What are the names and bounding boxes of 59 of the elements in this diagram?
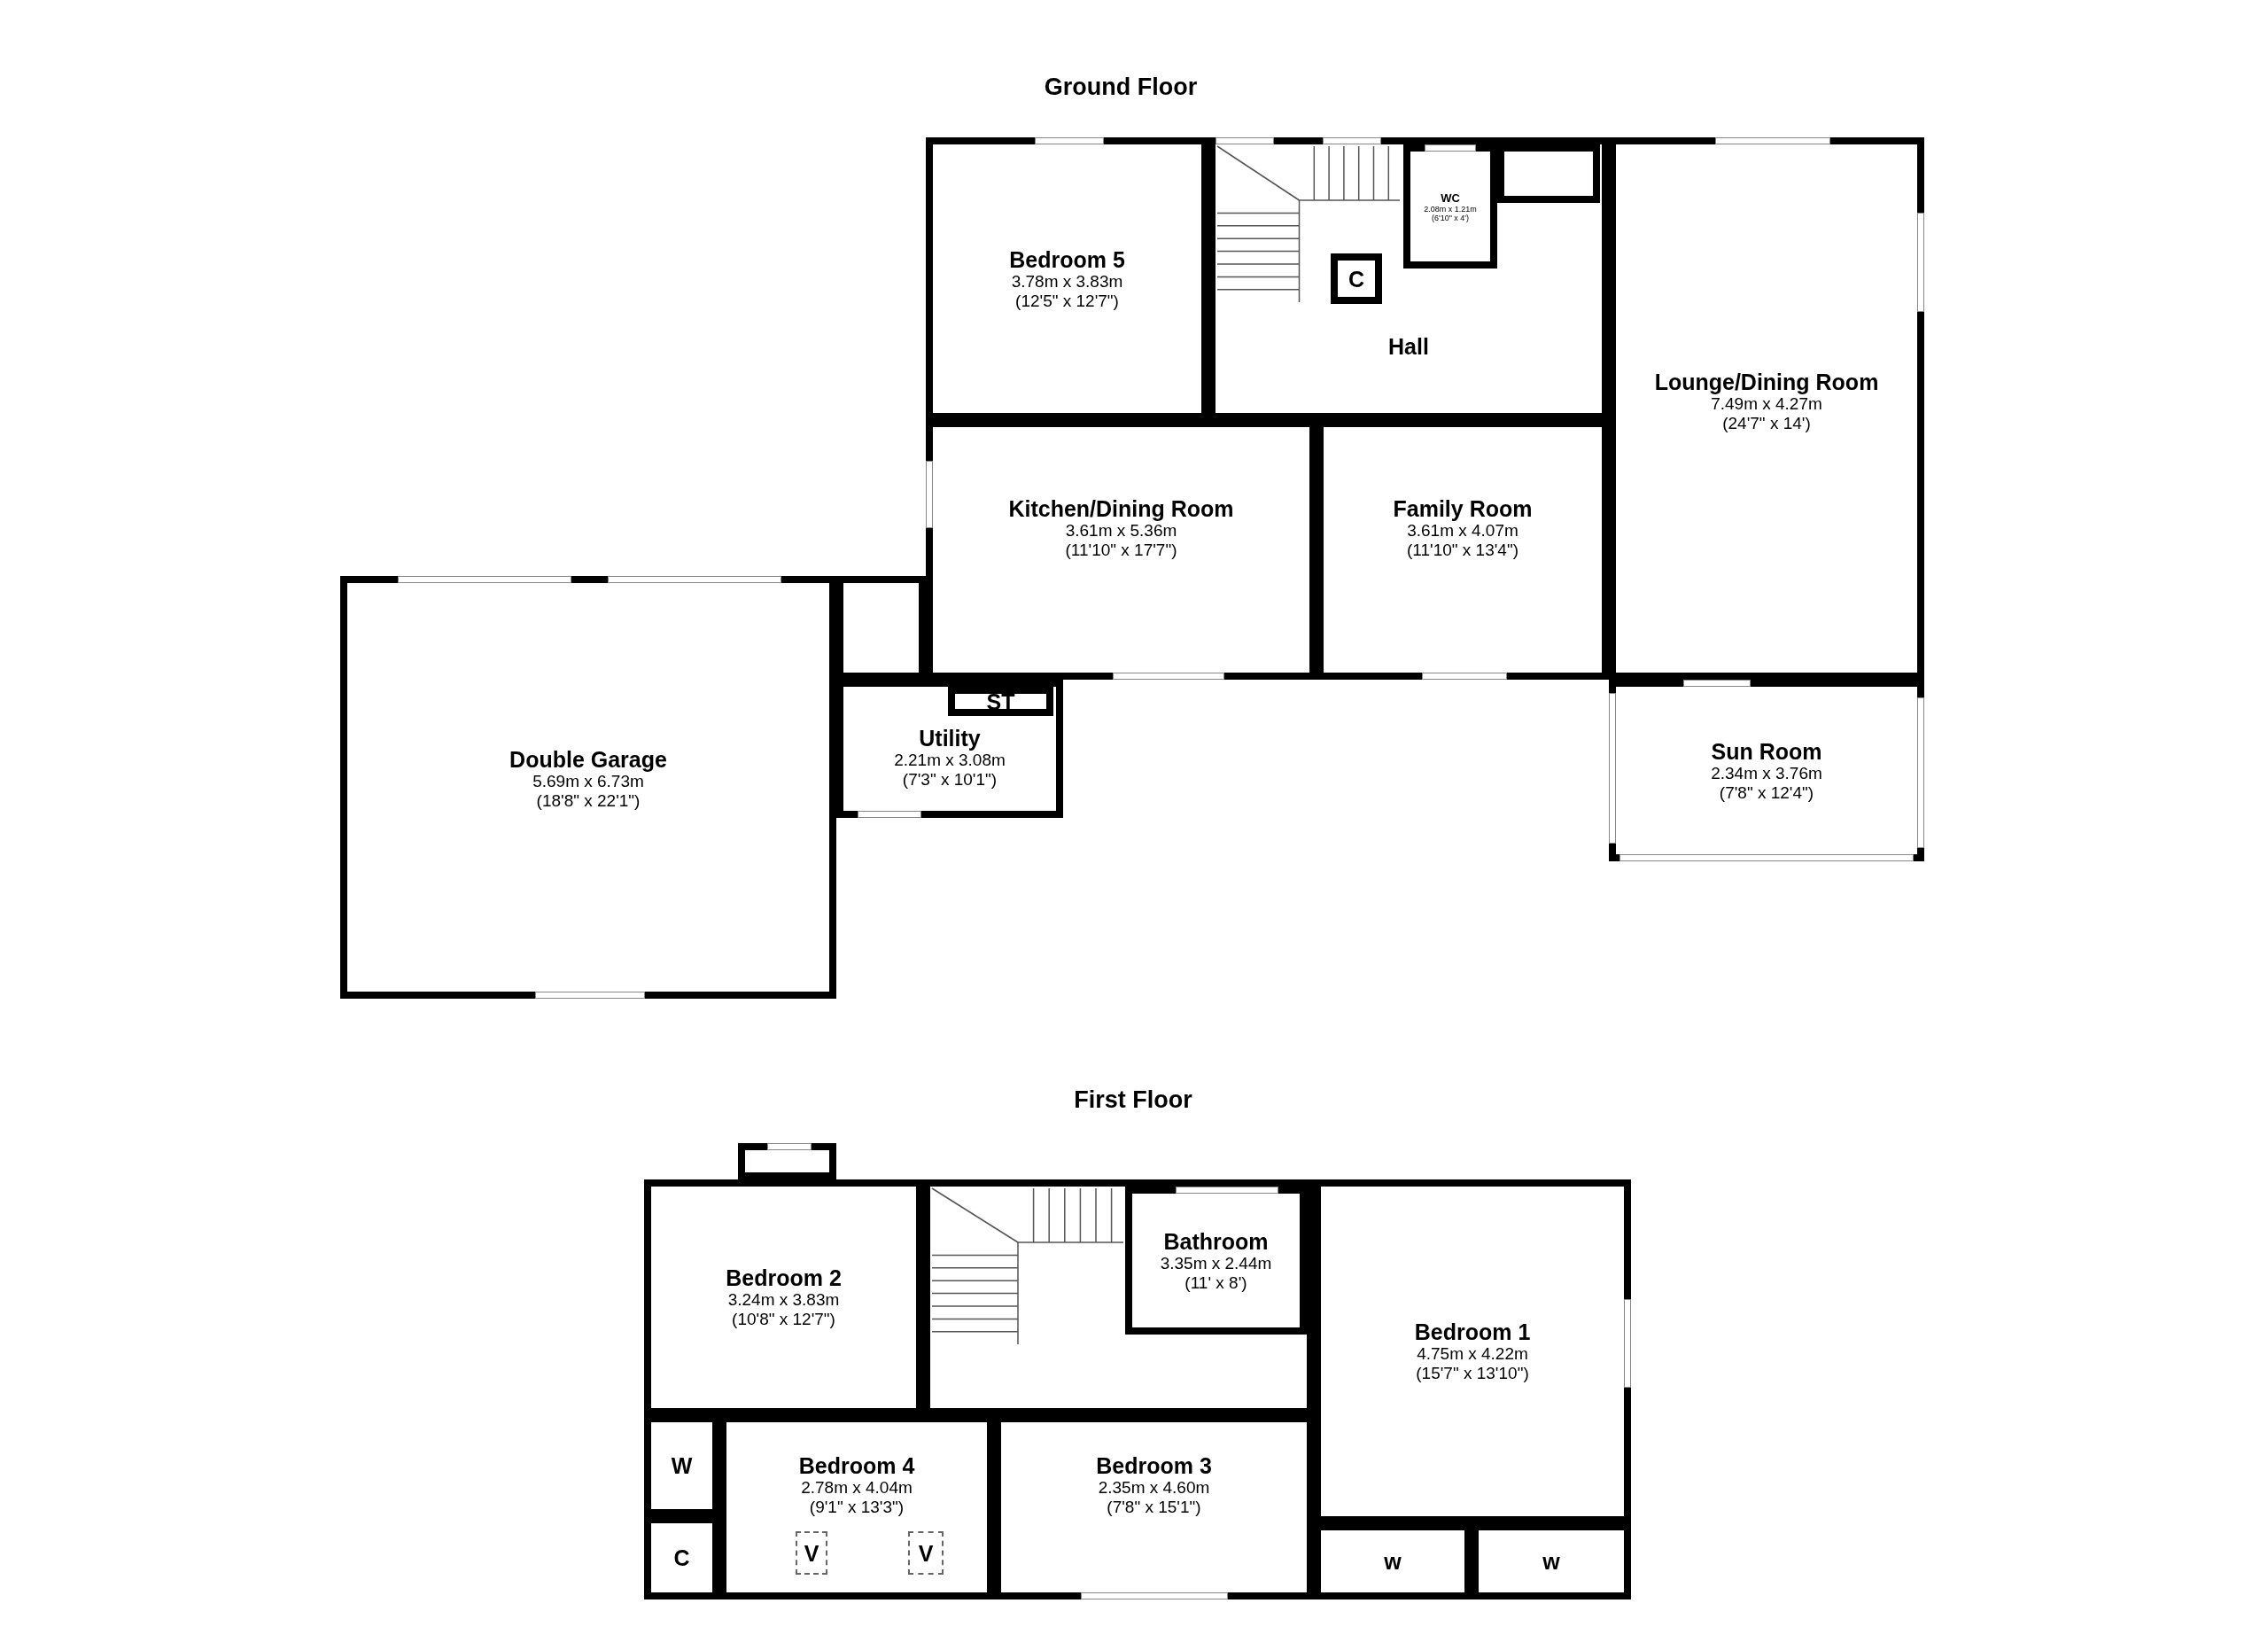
room-dimensions: (10'8" x 12'7") [732, 1309, 835, 1329]
room-name: Kitchen/Dining Room [1008, 496, 1234, 520]
room-dimensions: 2.78m x 4.04m [801, 1477, 913, 1498]
room-outline [340, 576, 836, 999]
cupboard-label: w [1384, 1549, 1402, 1574]
room-dimensions: (18'8" x 22'1") [536, 790, 641, 810]
room-name: Bathroom [1163, 1229, 1269, 1253]
room-dimensions: 7.49m x 4.27m [1711, 393, 1822, 414]
room-dimensions: 2.21m x 3.08m [894, 750, 1006, 770]
room-dimensions: (7'8" x 15'1") [1107, 1497, 1201, 1517]
room-dimensions: (6'10" x 4') [1431, 213, 1470, 222]
room-name: Double Garage [509, 747, 667, 771]
room-name: Bedroom 2 [726, 1265, 842, 1290]
cupboard-label: W [671, 1453, 693, 1478]
cupboard-label: C [673, 1545, 690, 1570]
room-name: Hall [1388, 334, 1429, 358]
room-dimensions: (9'1" x 13'3") [809, 1497, 905, 1517]
room-name: Bedroom 3 [1096, 1453, 1212, 1478]
room-dimensions: (15'7" x 13'10") [1416, 1363, 1529, 1383]
room-outline [1125, 1187, 1307, 1335]
cupboard-label: w [1542, 1549, 1560, 1574]
room-name: Utility [919, 726, 981, 751]
room-outline [1403, 144, 1497, 269]
room-name: Sun Room [1711, 739, 1822, 763]
room-dimensions: 3.61m x 5.36m [1065, 520, 1177, 540]
room-dimensions: 2.08m x 1.21m [1424, 204, 1477, 214]
room-name: Bedroom 1 [1414, 1319, 1531, 1344]
room-dimensions: (12'5" x 12'7") [1015, 291, 1119, 310]
room-name: Lounge/Dining Room [1654, 370, 1879, 394]
room-dimensions: 3.61m x 4.07m [1407, 520, 1518, 540]
cupboard-label: V [804, 1541, 819, 1565]
room-dimensions: (11'10" x 17'7") [1065, 540, 1177, 559]
room-dimensions: (11'10" x 13'4") [1407, 540, 1518, 559]
room-dimensions: 2.35m x 4.60m [1098, 1477, 1210, 1498]
room-dimensions: (24'7" x 14') [1722, 413, 1811, 433]
room-name: WC [1441, 191, 1460, 205]
room-name: Bedroom 5 [1009, 247, 1125, 271]
floor-heading: First Floor [1074, 1086, 1192, 1114]
room-outline [1609, 680, 1924, 861]
roof-window-marker [908, 1531, 944, 1575]
room-dimensions: 5.69m x 6.73m [532, 771, 644, 790]
roof-window-marker [796, 1531, 827, 1575]
cupboard-outline [948, 687, 1053, 716]
bay-outline [738, 1143, 836, 1179]
room-name: Bedroom 4 [798, 1453, 915, 1478]
cupboard-label: V [918, 1541, 934, 1565]
cupboard-label: C [1348, 267, 1365, 291]
floor-heading: Ground Floor [1044, 73, 1198, 101]
room-dimensions: (11' x 8') [1184, 1273, 1247, 1292]
room-dimensions: 2.34m x 3.76m [1711, 763, 1822, 782]
room-dimensions: (7'3" x 10'1") [902, 769, 998, 790]
room-dimensions: (7'8" x 12'4") [1719, 782, 1814, 802]
room-name: Family Room [1393, 496, 1533, 520]
cupboard-outline [1331, 253, 1382, 304]
room-dimensions: 3.35m x 2.44m [1160, 1253, 1272, 1273]
room-dimensions: 3.24m x 3.83m [727, 1289, 840, 1310]
room-dimensions: 4.75m x 4.22m [1417, 1343, 1528, 1364]
cupboard-label: ST [986, 689, 1015, 713]
room-dimensions: 3.78m x 3.83m [1011, 271, 1123, 291]
